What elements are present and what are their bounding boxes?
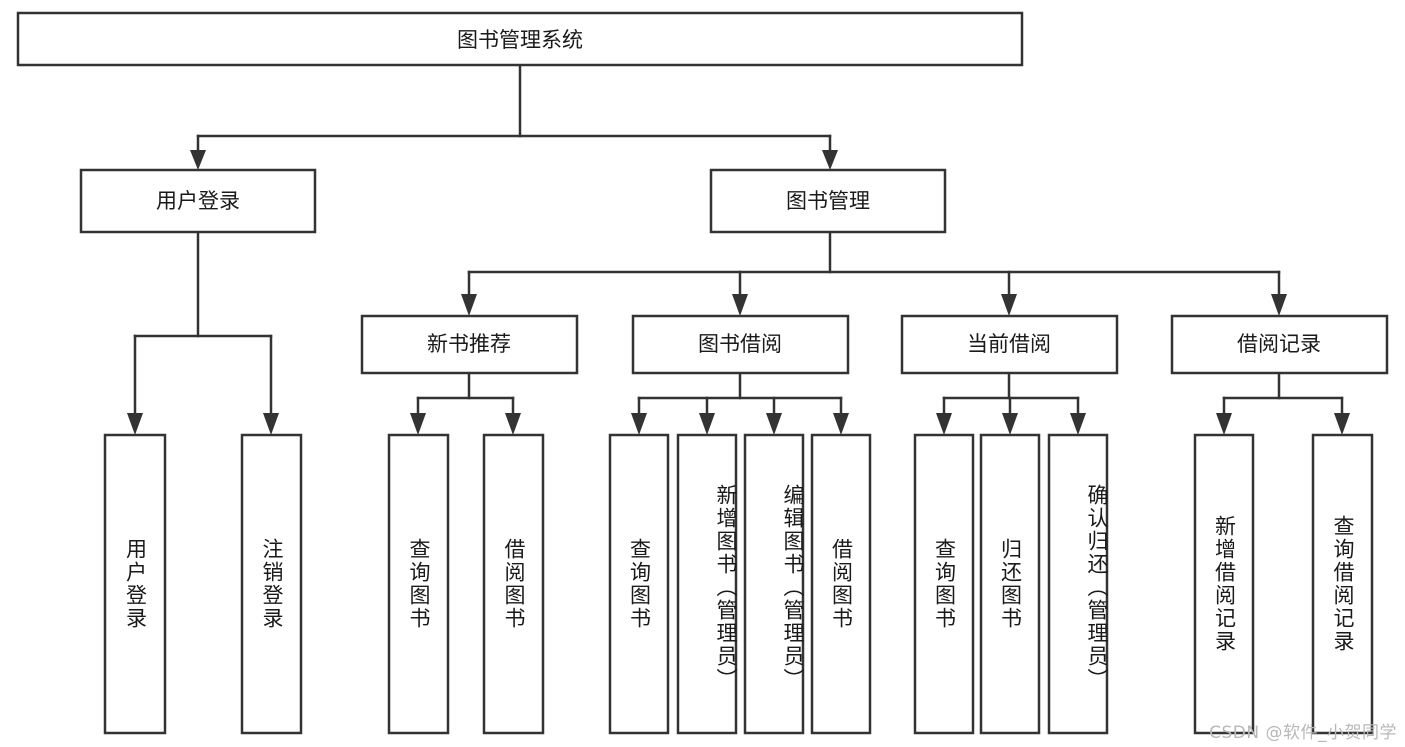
node-borrow-record[interactable] xyxy=(1170,314,1389,375)
node-leaf-edit-book-admin-label: 编辑图书（管理员） xyxy=(781,483,805,691)
arrowhead-book-borrow xyxy=(732,294,748,316)
node-leaf-user-login-label: 用户登录 xyxy=(123,538,148,630)
node-leaf-query-book-borrow-label: 查询图书 xyxy=(627,538,652,630)
node-leaf-query-borrow-record-label: 查询借阅记录 xyxy=(1331,515,1355,653)
node-new-book-recommend[interactable] xyxy=(360,314,579,375)
node-leaf-add-borrow-record[interactable] xyxy=(1193,433,1255,735)
node-book-borrow[interactable] xyxy=(631,314,850,375)
node-book-borrow-label: 图书借阅 xyxy=(698,332,782,356)
arrowhead-bookborrow-leaf-4 xyxy=(833,413,849,435)
node-leaf-logout-label: 注销登录 xyxy=(260,538,284,630)
node-leaf-confirm-return-admin-label: 确认归还（管理员） xyxy=(1085,483,1109,691)
node-leaf-borrow-book-label: 借阅图书 xyxy=(829,538,854,630)
node-leaf-edit-book-admin[interactable] xyxy=(743,433,805,735)
arrowhead-bookborrow-leaf-1 xyxy=(631,413,647,435)
node-book-management-label: 图书管理 xyxy=(786,189,870,213)
arrowhead-leaf-logout xyxy=(263,413,279,435)
node-leaf-query-book-newrec-label: 查询图书 xyxy=(407,538,431,630)
watermark: CSDN @软件_小贺同学 xyxy=(1209,723,1397,743)
node-leaf-query-book-borrow[interactable] xyxy=(608,433,670,735)
arrowhead-newbook-leaf-1 xyxy=(410,413,426,435)
arrowhead-leaf-user-login xyxy=(127,413,143,435)
node-leaf-borrow-book[interactable] xyxy=(810,433,872,735)
node-borrow-record-label: 借阅记录 xyxy=(1237,332,1321,356)
arrowhead-bookborrow-leaf-2 xyxy=(699,413,715,435)
arrowhead-new-book-rec xyxy=(461,294,477,316)
arrowhead-borrowrecord-leaf-1 xyxy=(1216,413,1232,435)
node-leaf-borrow-book-newrec[interactable] xyxy=(482,433,545,735)
node-new-book-recommend-label: 新书推荐 xyxy=(427,332,511,356)
node-leaf-confirm-return-admin[interactable] xyxy=(1047,433,1109,735)
node-user-login[interactable] xyxy=(79,168,317,234)
arrowhead-newbook-leaf-2 xyxy=(505,413,521,435)
arrowhead-borrow-record xyxy=(1271,294,1287,316)
arrowhead-borrowrecord-leaf-2 xyxy=(1334,413,1350,435)
nodes-layer: 图书管理系统 用户登录 图书管理 新书推荐 图书借阅 当前借阅 借阅记录 xyxy=(16,11,1389,735)
arrowhead-bookborrow-leaf-3 xyxy=(766,413,782,435)
arrowhead-currentborrow-leaf-1 xyxy=(936,413,952,435)
node-user-login-label: 用户登录 xyxy=(156,189,240,213)
node-leaf-query-book-current[interactable] xyxy=(913,433,975,735)
arrowhead-book-mgmt xyxy=(822,150,838,170)
node-leaf-add-borrow-record-label: 新增借阅记录 xyxy=(1212,515,1237,653)
edges-layer xyxy=(127,63,1350,435)
node-leaf-return-book-label: 归还图书 xyxy=(998,538,1023,630)
node-leaf-query-book-newrec[interactable] xyxy=(387,433,450,735)
node-current-borrow[interactable] xyxy=(900,314,1119,375)
node-root[interactable] xyxy=(16,11,1024,67)
node-book-management[interactable] xyxy=(709,168,947,234)
node-leaf-add-book-admin[interactable] xyxy=(676,433,738,735)
node-current-borrow-label: 当前借阅 xyxy=(967,332,1051,356)
node-leaf-query-borrow-record[interactable] xyxy=(1311,433,1374,735)
arrowhead-currentborrow-leaf-3 xyxy=(1070,413,1086,435)
node-leaf-add-book-admin-label: 新增图书（管理员） xyxy=(714,483,738,691)
arrowhead-user-login xyxy=(190,150,206,170)
node-root-label: 图书管理系统 xyxy=(457,28,583,52)
arrowhead-currentborrow-leaf-2 xyxy=(1002,413,1018,435)
node-leaf-borrow-book-newrec-label: 借阅图书 xyxy=(502,538,526,630)
node-leaf-logout[interactable] xyxy=(240,433,303,735)
node-leaf-query-book-current-label: 查询图书 xyxy=(932,538,957,630)
node-leaf-user-login[interactable] xyxy=(103,433,167,735)
node-leaf-return-book[interactable] xyxy=(979,433,1041,735)
arrowhead-current-borrow xyxy=(1001,294,1017,316)
